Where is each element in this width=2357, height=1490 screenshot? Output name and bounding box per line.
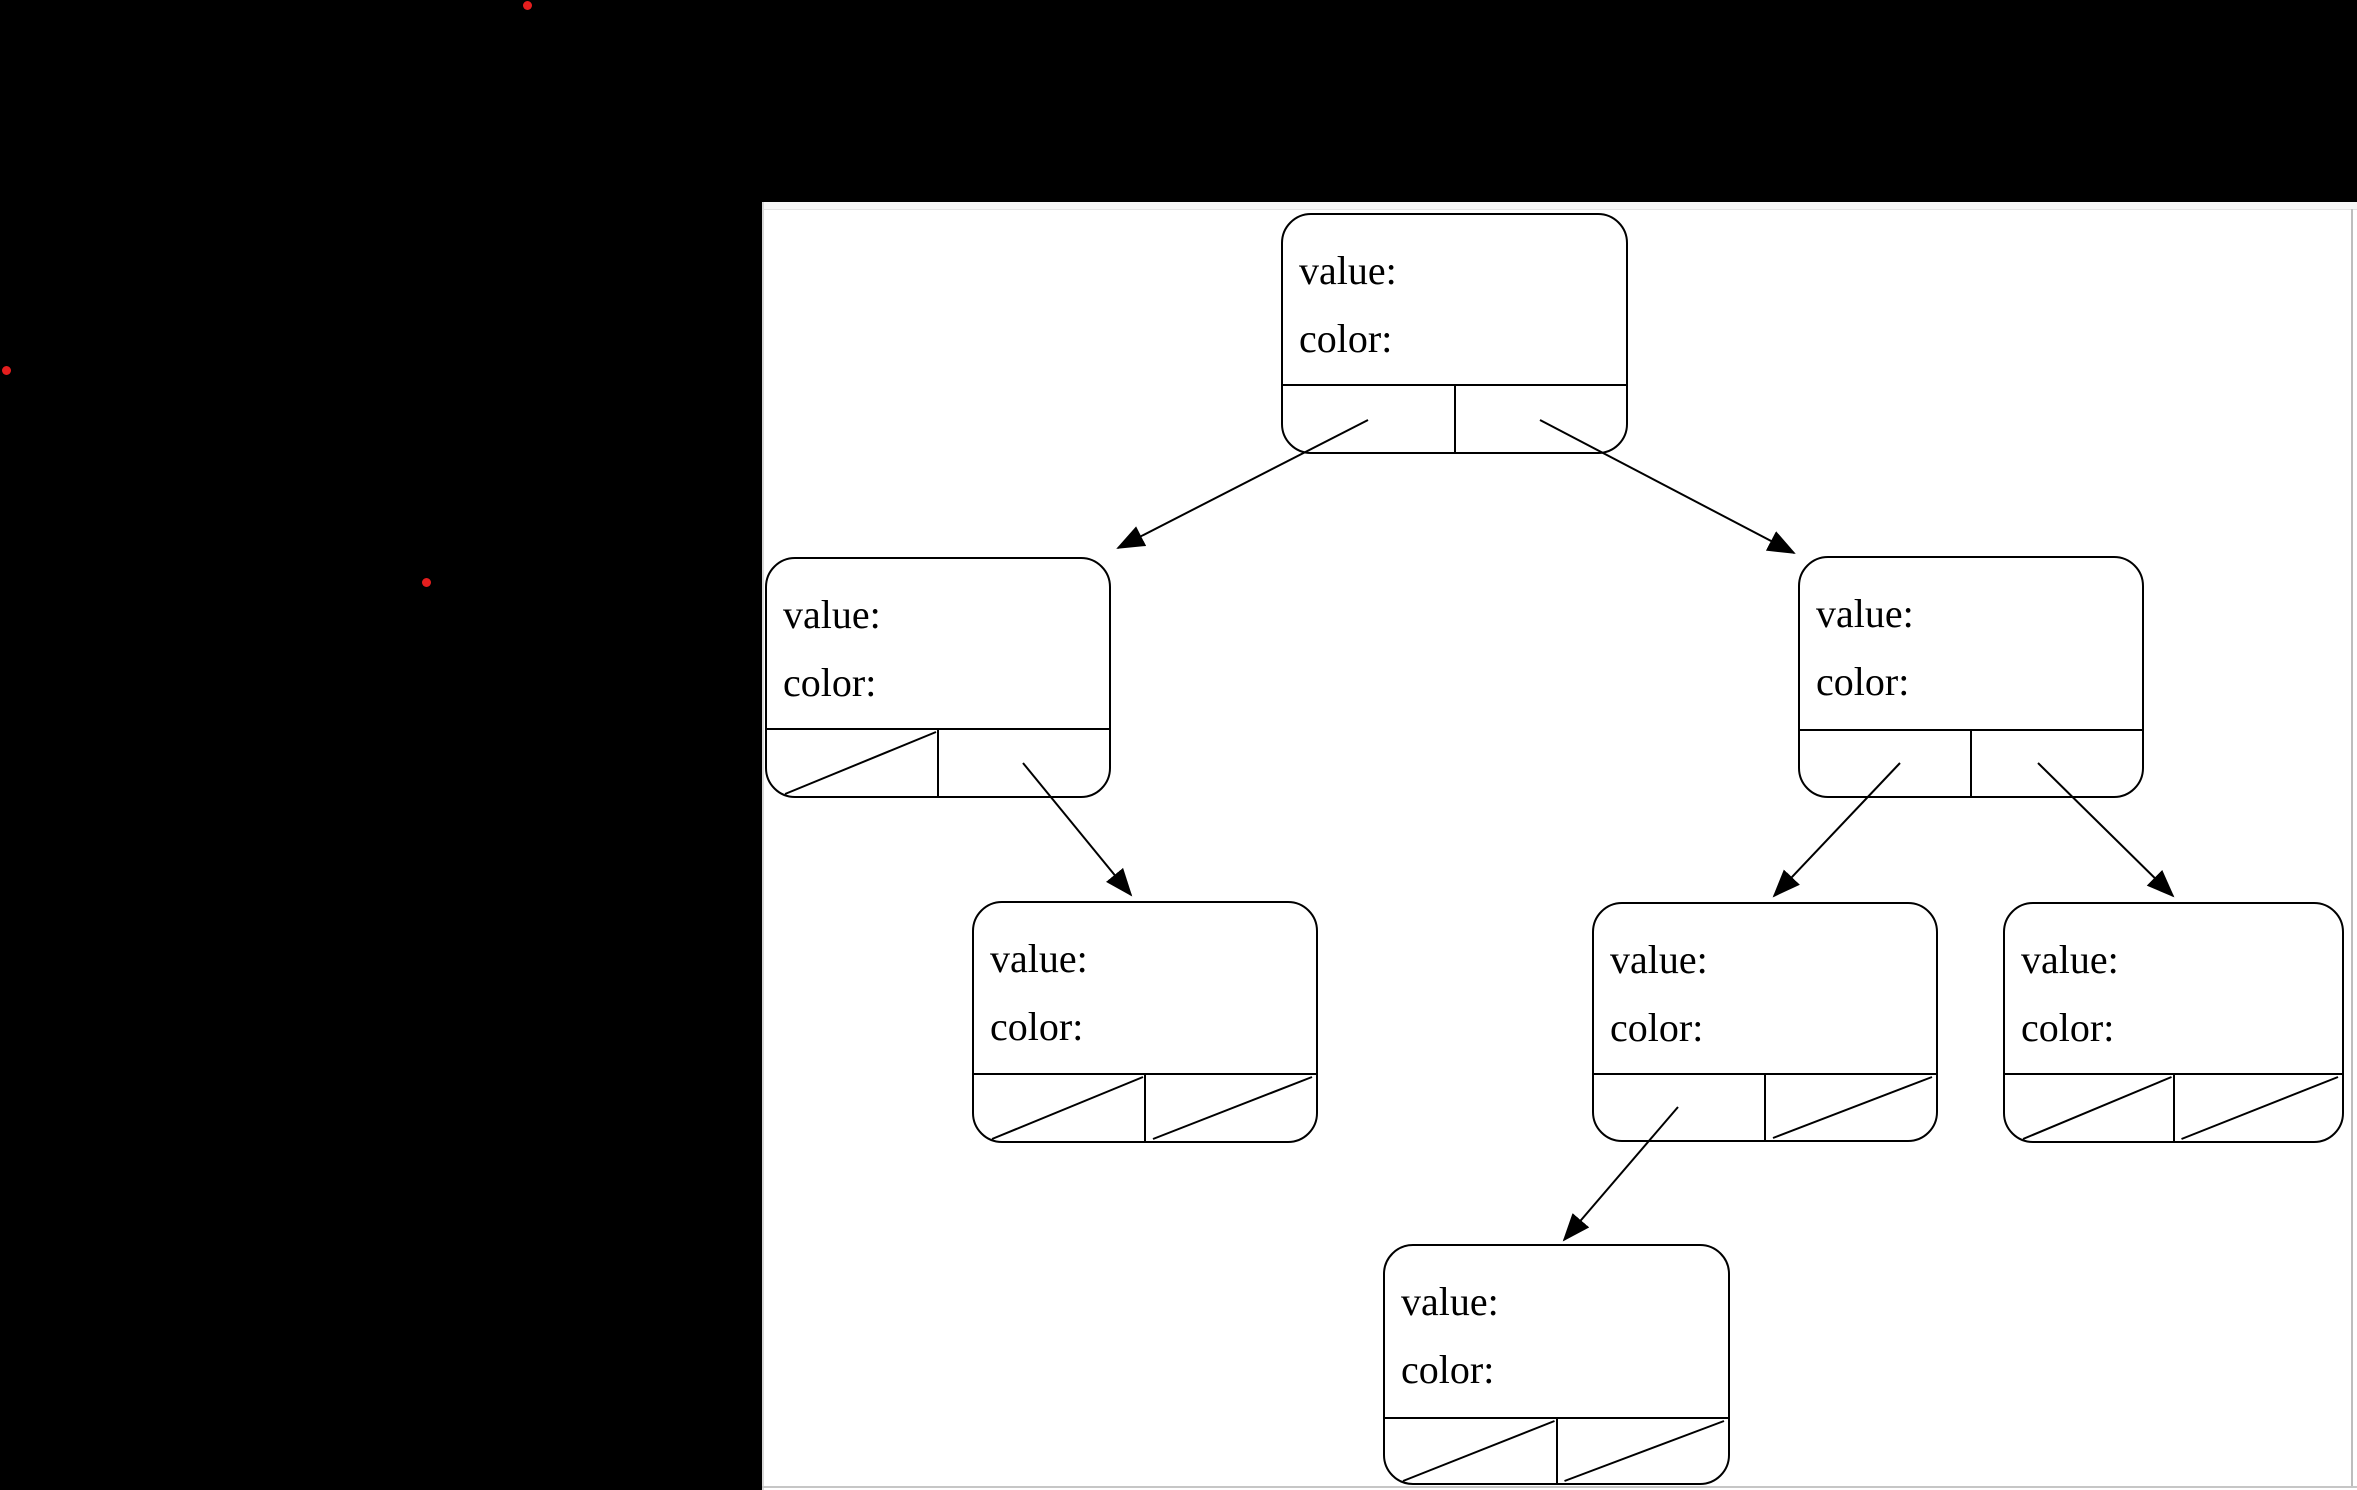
node-label-area: value: color: xyxy=(767,559,1109,728)
window-border-right xyxy=(2351,209,2353,1486)
node-label-area: value: color: xyxy=(974,903,1316,1073)
node-right-pointer-cell-child-pointer xyxy=(1453,386,1627,452)
node-left-pointer-cell-child-pointer xyxy=(1594,1075,1764,1140)
tree-node-bottom-great-grandchild: value: color: xyxy=(1383,1244,1730,1485)
node-value-label: value: xyxy=(1816,591,1914,636)
node-color-label: color: xyxy=(1299,316,1393,361)
node-pointer-row xyxy=(1385,1417,1728,1483)
node-left-pointer-cell-child-pointer xyxy=(1283,386,1454,452)
node-left-pointer-cell-null xyxy=(974,1075,1144,1141)
node-label-area: value: color: xyxy=(2005,904,2342,1073)
node-left-pointer-cell-null xyxy=(1385,1419,1556,1483)
node-right-pointer-cell-null xyxy=(1144,1075,1316,1141)
tree-node-right-right-grandchild: value: color: xyxy=(2003,902,2344,1143)
node-value-label: value: xyxy=(2021,937,2119,982)
red-marker-dot-1 xyxy=(522,0,532,10)
node-pointer-row xyxy=(2005,1073,2342,1141)
node-label-area: value: color: xyxy=(1800,558,2142,729)
node-pointer-row xyxy=(1283,384,1626,452)
node-right-pointer-cell-child-pointer xyxy=(937,730,1109,796)
node-color-label: color: xyxy=(1610,1005,1704,1050)
node-color-label: color: xyxy=(783,660,877,705)
window-border-bottom xyxy=(762,1486,2357,1488)
node-value-label: value: xyxy=(1401,1279,1499,1324)
red-marker-dot-3 xyxy=(421,577,431,587)
node-value-label: value: xyxy=(1299,248,1397,293)
node-label-area: value: color: xyxy=(1594,904,1936,1073)
tree-node-root: value: color: xyxy=(1281,213,1628,454)
red-marker-dot-2 xyxy=(1,365,11,375)
node-left-pointer-cell-null xyxy=(2005,1075,2173,1141)
node-label-area: value: color: xyxy=(1385,1246,1728,1417)
node-color-label: color: xyxy=(2021,1005,2115,1050)
node-pointer-row xyxy=(1594,1073,1936,1140)
tree-node-right-left-grandchild: value: color: xyxy=(1592,902,1938,1142)
tree-node-left-child: value: color: xyxy=(765,557,1111,798)
node-value-label: value: xyxy=(990,936,1088,981)
tree-node-left-right-grandchild: value: color: xyxy=(972,901,1318,1143)
node-left-pointer-cell-child-pointer xyxy=(1800,731,1970,796)
node-right-pointer-cell-null xyxy=(1764,1075,1936,1140)
node-right-pointer-cell-child-pointer xyxy=(1970,731,2142,796)
node-value-label: value: xyxy=(783,592,881,637)
window-titlebar-strip xyxy=(762,202,2357,210)
node-pointer-row xyxy=(974,1073,1316,1141)
tree-node-right-child: value: color: xyxy=(1798,556,2144,798)
node-right-pointer-cell-null xyxy=(2172,1075,2343,1141)
node-value-label: value: xyxy=(1610,937,1708,982)
node-pointer-row xyxy=(767,728,1109,796)
node-pointer-row xyxy=(1800,729,2142,796)
node-color-label: color: xyxy=(990,1004,1084,1049)
node-label-area: value: color: xyxy=(1283,215,1626,384)
node-color-label: color: xyxy=(1816,659,1910,704)
node-left-pointer-cell-null xyxy=(767,730,937,796)
node-color-label: color: xyxy=(1401,1347,1495,1392)
node-right-pointer-cell-null xyxy=(1555,1419,1729,1483)
window-border-left xyxy=(762,202,764,1490)
